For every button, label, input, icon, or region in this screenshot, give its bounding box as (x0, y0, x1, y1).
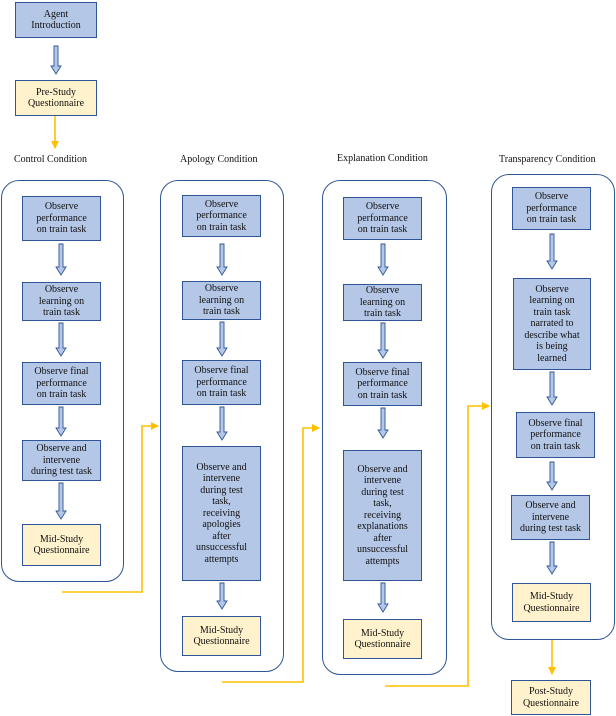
transparency-step-observe-learning-narrated: Observe learning on train task narrated … (513, 278, 591, 370)
arrow-transparency-1 (546, 233, 558, 270)
apology-condition-title: Apology Condition (180, 154, 258, 165)
arrow-control-4 (55, 482, 67, 520)
connector-control-to-apology (62, 422, 159, 593)
transparency-step-observe-final-performance: Observe final performance on train task (516, 412, 595, 458)
explanation-step-observe-performance: Observe performance on train task (343, 197, 422, 240)
explanation-step-observe-final-performance: Observe final performance on train task (343, 362, 422, 406)
arrow-apology-1 (216, 243, 228, 276)
apology-mid-study-questionnaire: Mid-Study Questionnaire (182, 616, 261, 656)
control-mid-study-questionnaire: Mid-Study Questionnaire (22, 524, 101, 566)
apology-step-observe-final-performance: Observe final performance on train task (182, 360, 261, 405)
transparency-step-observe-intervene: Observe and intervene during test task (511, 495, 590, 540)
pre-study-questionnaire-box: Pre-Study Questionnaire (15, 80, 97, 116)
apology-step-observe-intervene: Observe and intervene during test task, … (182, 446, 261, 581)
explanation-mid-study-questionnaire: Mid-Study Questionnaire (343, 619, 422, 659)
apology-step-observe-learning: Observe learning on train task (182, 281, 261, 320)
apology-step-observe-performance: Observe performance on train task (182, 195, 261, 237)
arrow-control-1 (55, 243, 67, 276)
arrow-explanation-3 (377, 407, 389, 439)
arrow-control-2 (55, 322, 67, 357)
control-step-observe-learning: Observe learning on train task (22, 282, 101, 321)
transparency-step-observe-performance: Observe performance on train task (512, 187, 591, 230)
connector-apology-to-explanation (222, 424, 320, 683)
control-step-observe-intervene: Observe and intervene during test task (22, 440, 101, 481)
apology-condition-panel (160, 180, 284, 672)
control-step-observe-performance: Observe performance on train task (22, 196, 101, 241)
explanation-condition-title: Explanation Condition (337, 153, 428, 164)
arrow-transparency-4 (546, 541, 558, 575)
connector-explanation-to-transparency (385, 402, 490, 687)
arrow-explanation-1 (377, 243, 389, 276)
control-step-observe-final-performance: Observe final performance on train task (22, 362, 101, 405)
agent-introduction-box: Agent Introduction (15, 2, 97, 38)
explanation-condition-panel (322, 180, 447, 675)
arrow-apology-4 (216, 582, 228, 610)
explanation-step-observe-learning: Observe learning on train task (343, 284, 422, 321)
post-study-questionnaire-box: Post-Study Questionnaire (511, 680, 591, 715)
arrow-explanation-2 (377, 322, 389, 359)
control-condition-panel (1, 180, 124, 582)
transparency-mid-study-questionnaire: Mid-Study Questionnaire (512, 583, 591, 622)
arrow-explanation-4 (377, 582, 389, 613)
transparency-condition-title: Transparency Condition (499, 154, 596, 165)
arrow-intro-to-prestudy (50, 45, 62, 75)
transparency-condition-panel (491, 174, 615, 640)
control-condition-title: Control Condition (14, 154, 88, 165)
arrow-control-3 (55, 406, 67, 437)
arrow-transparency-2 (546, 371, 558, 406)
explanation-step-observe-intervene: Observe and intervene during test task, … (343, 450, 422, 581)
arrow-transparency-3 (546, 461, 558, 491)
arrow-apology-3 (216, 406, 228, 441)
arrow-apology-2 (216, 321, 228, 357)
